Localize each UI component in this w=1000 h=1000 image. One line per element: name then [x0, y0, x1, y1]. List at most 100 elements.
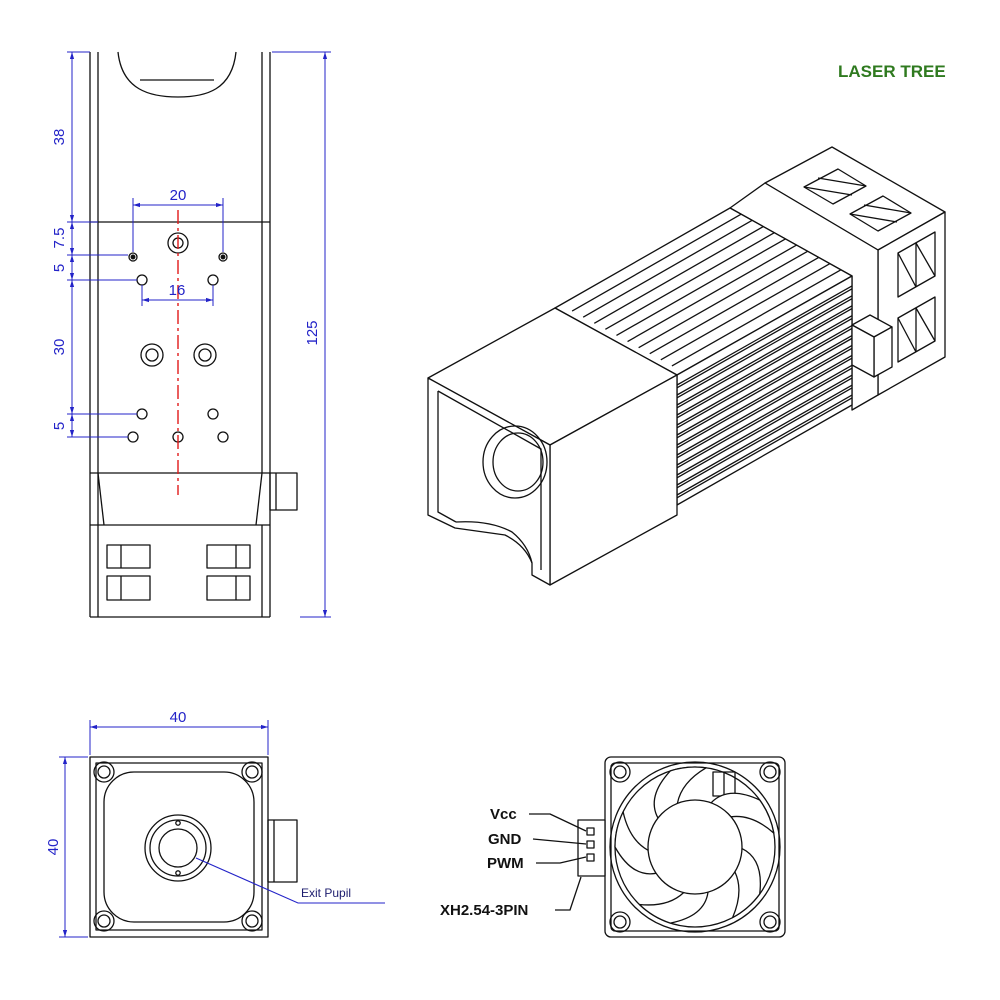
- heatsink-fin: [676, 295, 853, 396]
- heatsink-fin: [676, 327, 853, 429]
- fan-view: Vcc GND PWM XH2.54-3PIN: [440, 756, 786, 938]
- fan-screw-outer: [609, 761, 631, 783]
- pin-label-gnd: GND: [488, 831, 522, 848]
- dimension-label-125: 125: [304, 320, 321, 345]
- connector-type-label: XH2.54-3PIN: [440, 902, 528, 919]
- pin-label-vcc: Vcc: [490, 806, 517, 823]
- hole-bottom-right: [217, 431, 229, 443]
- dimension-label-38: 38: [51, 129, 68, 146]
- iso-vent-slat: [817, 177, 867, 187]
- hole-top-left: [128, 252, 138, 262]
- isometric-view: [427, 146, 946, 586]
- heatsink-fin: [571, 213, 742, 312]
- iso-lens-housing: [427, 307, 678, 586]
- vent-left-upper: [106, 544, 151, 569]
- heatsink-fin: [676, 315, 853, 416]
- fan-housing-taper-right: [255, 472, 263, 526]
- fan-screw-outer: [609, 911, 631, 933]
- iso-vent-slat: [897, 317, 917, 353]
- lens-ring-notch: [175, 870, 181, 876]
- lens-ring-notch: [175, 820, 181, 826]
- hole-top-right-core: [220, 254, 226, 260]
- iso-lens-inner: [492, 432, 544, 492]
- heatsink-fin: [676, 288, 853, 389]
- heatsink-fin: [676, 377, 853, 479]
- iso-heatsink-fins: [571, 213, 853, 499]
- corner-screw-outer: [93, 910, 115, 932]
- heatsink-fin: [671, 269, 842, 367]
- hole-top-right: [218, 252, 228, 262]
- exit-pupil-label: Exit Pupil: [301, 886, 351, 900]
- iso-vent-slat: [803, 186, 853, 196]
- iso-vent-slat: [863, 204, 912, 214]
- lens-aperture: [158, 828, 198, 868]
- heatsink-fin: [676, 334, 853, 436]
- pin-leader-lines: [529, 813, 587, 911]
- fan-screw-outer: [759, 911, 781, 933]
- fan-shroud-outer: [609, 761, 781, 933]
- corner-screw-inner: [245, 914, 259, 928]
- corner-screw-outer: [241, 910, 263, 932]
- iso-bottom-slot: [455, 521, 533, 564]
- dimension-lines-left: [67, 51, 137, 438]
- heatsink-fin: [676, 397, 853, 499]
- heatsink-fin: [627, 244, 797, 343]
- dimension-label-7-5: 7.5: [51, 228, 68, 249]
- vent-right-lower: [206, 575, 251, 601]
- heatsink-fin: [676, 354, 853, 456]
- heatsink-fin: [676, 364, 853, 466]
- fan-connector: [577, 819, 606, 877]
- corner-screw-outer: [93, 761, 115, 783]
- iso-opening-inner-rim-left: [437, 391, 457, 523]
- brand-logo: LASER TREE: [838, 62, 946, 81]
- pin-label-pwm: PWM: [487, 855, 524, 872]
- lens-ring-middle: [149, 819, 207, 877]
- iso-lens-opening: [437, 390, 548, 570]
- hole-lower-left: [136, 408, 148, 420]
- screw-hole-left-inner: [145, 348, 159, 362]
- heatsink-fin: [676, 384, 853, 486]
- heatsink-fin: [676, 325, 853, 426]
- end-view-inner-frame: [95, 762, 263, 931]
- heatsink-fin: [676, 317, 853, 419]
- exit-pupil-leader-line: [195, 857, 385, 904]
- iso-vent-slat: [915, 307, 936, 342]
- fan-housing-taper-left: [97, 472, 105, 526]
- fan-blade: [710, 792, 775, 834]
- heatsink-fin: [593, 225, 764, 324]
- heatsink-fin: [676, 394, 853, 496]
- end-view-face-plate: [103, 771, 255, 923]
- front-view: 38 7.5 5 30 5 125 20 16: [51, 51, 331, 618]
- screw-hole-right-inner: [198, 348, 212, 362]
- fan-screw-inner: [763, 915, 777, 929]
- side-connector: [269, 472, 298, 511]
- heatsink-fin: [676, 344, 853, 446]
- corner-screw-inner: [245, 765, 259, 779]
- heatsink-fin: [676, 357, 853, 459]
- iso-lens-housing-front-face: [427, 377, 551, 586]
- heatsink-fin: [638, 250, 808, 349]
- end-view-dimension-lines: [59, 720, 269, 938]
- heatsink-fin: [582, 219, 753, 318]
- heatsink-fin: [676, 374, 853, 476]
- fan-screw-inner: [613, 765, 627, 779]
- iso-connector-left: [851, 324, 875, 378]
- dimension-label-30: 30: [51, 339, 68, 356]
- dimension-lines-hole-spacing: [132, 198, 224, 306]
- heatsink-fin: [605, 232, 775, 330]
- screw-hole-left-outer: [140, 343, 164, 367]
- dimension-label-20: 20: [170, 187, 187, 204]
- vent-right-upper: [206, 544, 251, 569]
- heatsink-fin: [676, 367, 853, 469]
- vent-left-lower: [106, 575, 151, 601]
- fan-blade: [653, 766, 707, 819]
- fan-connector-pin-3: [586, 853, 595, 862]
- heatsink-fin: [616, 238, 786, 337]
- end-view: 40 40 Exit Pupil: [45, 709, 385, 938]
- screw-hole-right-outer: [193, 343, 217, 367]
- fan-screw-outer: [759, 761, 781, 783]
- heatsink-fin: [676, 387, 853, 489]
- heatsink-fin: [676, 337, 853, 439]
- dimension-label-16: 16: [169, 282, 186, 299]
